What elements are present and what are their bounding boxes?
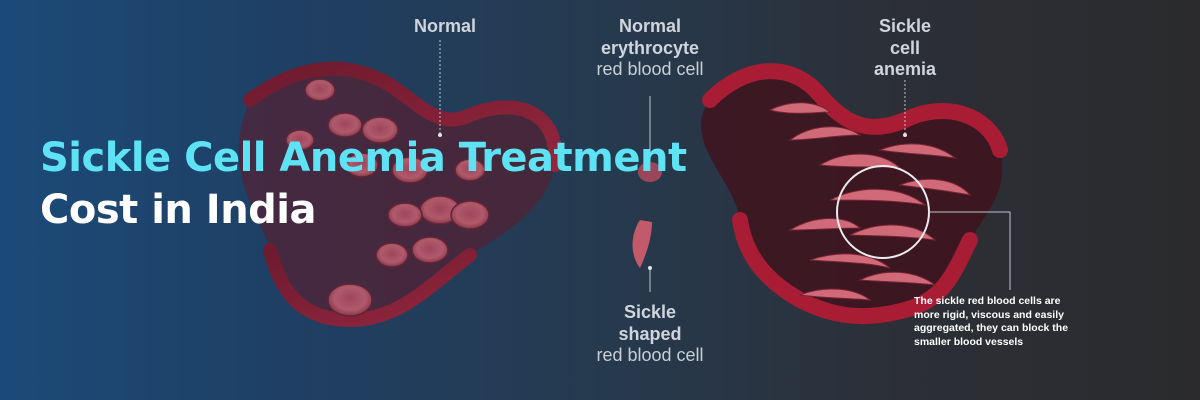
normal-erythrocyte-cell (638, 96, 662, 182)
normal-label: Normal (395, 16, 495, 38)
sickle-shaped-title: Sickle shaped (618, 302, 682, 344)
headline-line-2: Cost in India (40, 187, 316, 233)
normal-erythrocyte-label: Normal erythrocyte red blood cell (565, 16, 735, 81)
sickle-shaped-label: Sickle shaped red blood cell (570, 302, 730, 367)
headline-line-1: Sickle Cell Anemia Treatment (40, 135, 687, 181)
normal-label-text: Normal (413, 16, 476, 36)
sickle-vessel (701, 63, 1011, 325)
sickle-cell-anemia-text: Sickle cell anemia (873, 16, 937, 80)
sickle-shaped-cell (632, 220, 652, 292)
sickle-shaped-sub: red blood cell (596, 345, 704, 366)
normal-erythrocyte-sub: red blood cell (596, 59, 704, 80)
sickle-cell-anemia-label: Sickle cell anemia (850, 16, 960, 81)
normal-erythrocyte-title: Normal erythrocyte (600, 16, 700, 58)
normal-vessel (238, 61, 563, 328)
headline: Sickle Cell Anemia Treatment Cost in Ind… (40, 132, 687, 236)
sickle-note: The sickle red blood cells are more rigi… (914, 295, 1069, 348)
